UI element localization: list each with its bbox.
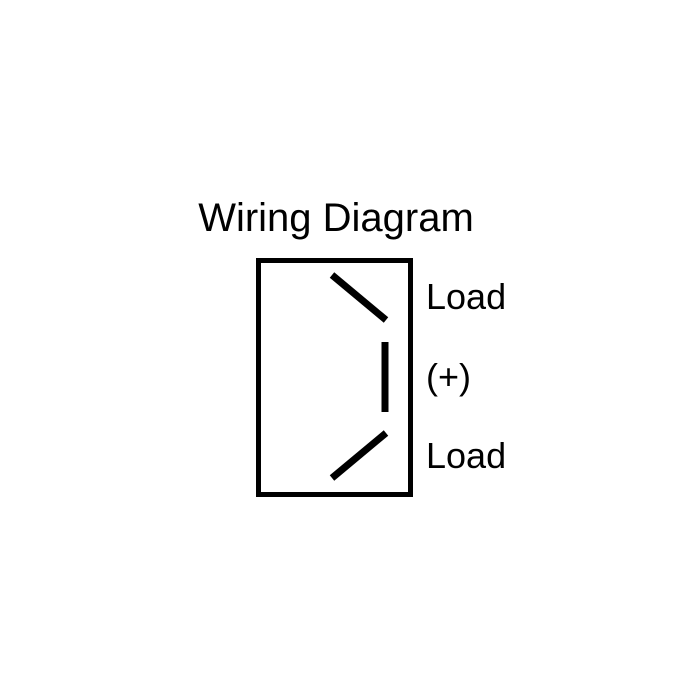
terminal-mark-load-bottom [329, 430, 389, 481]
page-title: Wiring Diagram [198, 196, 474, 240]
terminal-label-positive: (+) [426, 356, 471, 397]
terminal-mark-load-top [329, 272, 389, 323]
switch-body-rectangle [256, 258, 413, 497]
terminal-label-load-bottom: Load [426, 435, 507, 476]
terminal-label-load-top: Load [426, 276, 507, 317]
